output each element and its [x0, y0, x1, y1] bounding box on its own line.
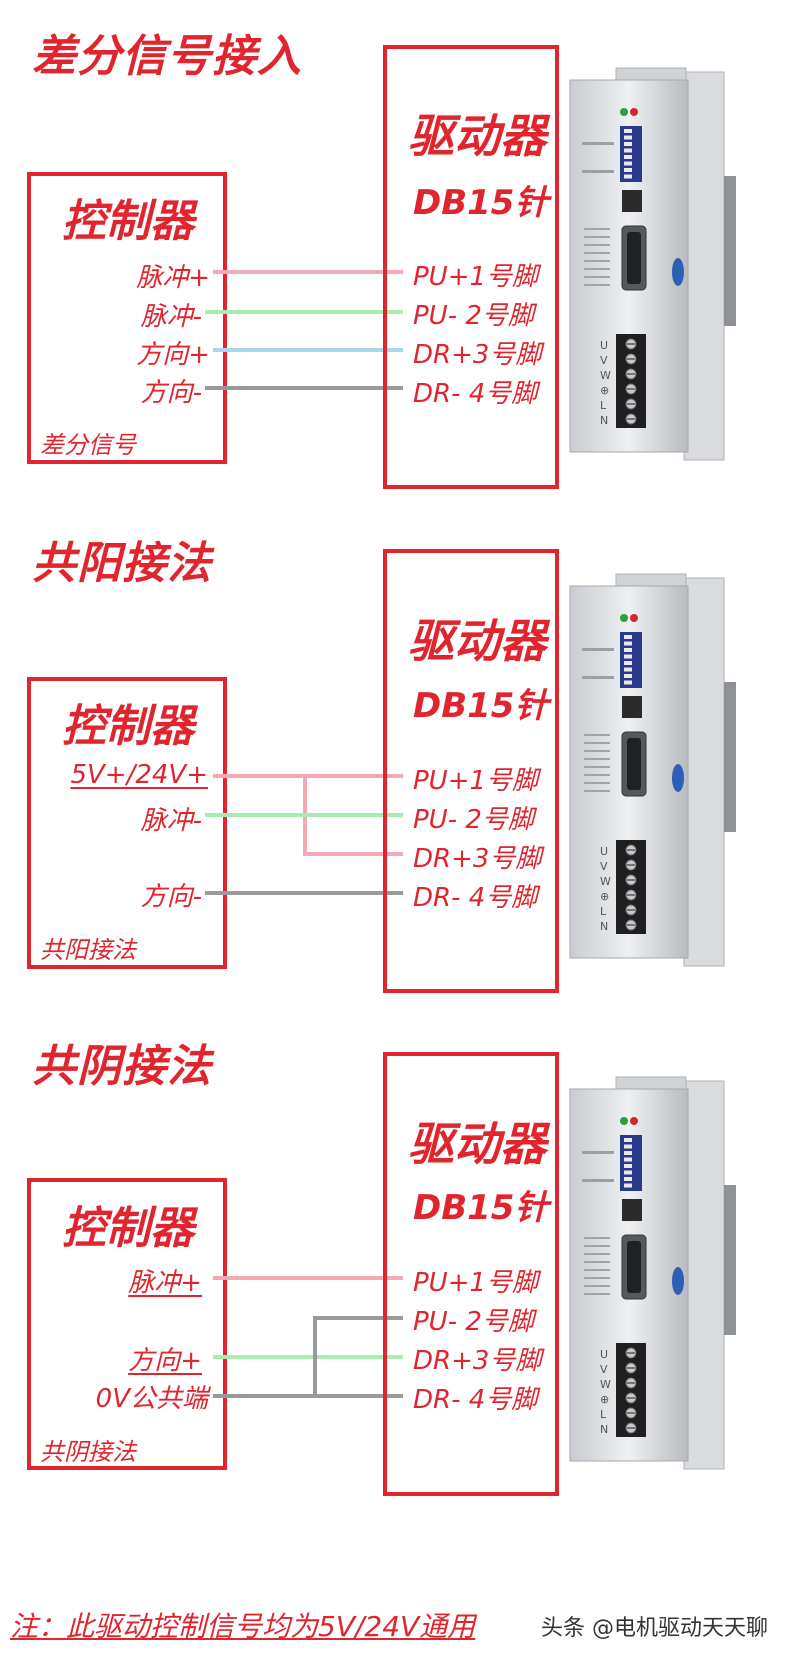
terminal-label: V [600, 1363, 608, 1376]
source-credit: 头条 @电机驱动天天聊 [541, 1616, 768, 1641]
terminal-label: V [600, 354, 608, 367]
driver-title: 驱动器 [408, 614, 546, 668]
dir-plus-wire [213, 348, 403, 352]
signal-label: 脉冲- [140, 806, 202, 836]
controller-footer: 共阳接法 [40, 936, 136, 964]
signal-label: 方向- [140, 882, 202, 912]
terminal-label: U [600, 1348, 608, 1361]
driver-box [383, 1052, 559, 1496]
section-title: 差分信号接入 [32, 31, 302, 82]
terminal-label: N [600, 920, 608, 933]
driver-title: 驱动器 [408, 109, 546, 163]
pin-label: PU+1号脚 [413, 766, 539, 796]
signal-label: 5V+/24V+ [70, 760, 208, 790]
status-led-icon [620, 108, 638, 116]
terminal-label: ⊕ [600, 1393, 609, 1406]
signal-label: 脉冲- [140, 302, 202, 332]
driver-device-image: UVW ⊕ LN [569, 1076, 736, 1470]
section-title: 共阳接法 [32, 538, 212, 589]
terminal-label: L [600, 905, 607, 918]
common-cathode-to-pu-wire [313, 1316, 403, 1320]
pin-label: PU- 2号脚 [413, 1307, 534, 1337]
pulse-plus-wire [213, 270, 403, 274]
status-led-icon [620, 1117, 638, 1125]
pin-label: PU- 2号脚 [413, 805, 534, 835]
common-anode-to-dr-wire [303, 852, 403, 856]
brand-badge-icon [672, 764, 684, 792]
signal-label: 脉冲+ [128, 1268, 202, 1298]
controller-footer: 差分信号 [40, 431, 136, 459]
dir-minus-wire [205, 891, 403, 895]
signal-label: 方向+ [136, 340, 210, 370]
controller-footer: 共阴接法 [40, 1438, 136, 1466]
dir-plus-wire [213, 1355, 403, 1359]
terminal-label: W [600, 875, 611, 888]
terminal-label: L [600, 399, 607, 412]
signal-label: 脉冲+ [136, 263, 210, 293]
controller-title: 控制器 [62, 196, 194, 247]
driver-box [383, 549, 559, 993]
terminal-label: L [600, 1408, 607, 1421]
status-led-icon [620, 614, 638, 622]
terminal-label: W [600, 369, 611, 382]
terminal-label: N [600, 414, 608, 427]
driver-device-image: UVW ⊕ LN [569, 67, 736, 461]
pin-label: DR- 4号脚 [413, 1385, 538, 1415]
controller-box [27, 172, 227, 464]
pin-label: PU+1号脚 [413, 262, 539, 292]
pin-label: DR+3号脚 [413, 844, 542, 874]
controller-title: 控制器 [62, 1203, 194, 1254]
signal-label: 方向+ [128, 1346, 202, 1376]
brand-badge-icon [672, 1267, 684, 1295]
terminal-label: V [600, 860, 608, 873]
controller-title: 控制器 [62, 701, 194, 752]
driver-device-image: UVW ⊕ LN [569, 573, 736, 967]
signal-label: 0V公共端 [95, 1384, 208, 1414]
pin-label: PU+1号脚 [413, 1268, 539, 1298]
footnote: 注：此驱动控制信号均为5V/24V通用 [10, 1610, 476, 1643]
dir-minus-wire [205, 386, 403, 390]
terminal-label: ⊕ [600, 384, 609, 397]
connector-label: DB15针 [413, 686, 549, 726]
brand-badge-icon [672, 258, 684, 286]
pin-label: DR- 4号脚 [413, 883, 538, 913]
connector-label: DB15针 [413, 1188, 549, 1228]
controller-box [27, 1178, 227, 1470]
common-cathode-branch [313, 1316, 317, 1398]
terminal-label: U [600, 845, 608, 858]
connector-label: DB15针 [413, 183, 549, 223]
pulse-minus-wire [205, 813, 403, 817]
pin-label: DR+3号脚 [413, 1346, 542, 1376]
signal-label: 方向- [140, 378, 202, 408]
terminal-label: ⊕ [600, 890, 609, 903]
driver-title: 驱动器 [408, 1117, 546, 1171]
terminal-label: W [600, 1378, 611, 1391]
common-cathode-wire [213, 1394, 403, 1398]
terminal-label: U [600, 339, 608, 352]
pin-label: DR- 4号脚 [413, 379, 538, 409]
pin-label: PU- 2号脚 [413, 301, 534, 331]
controller-box [27, 677, 227, 969]
pin-label: DR+3号脚 [413, 340, 542, 370]
terminal-label: N [600, 1423, 608, 1436]
section-title: 共阴接法 [32, 1041, 212, 1092]
common-anode-wire [213, 774, 403, 778]
driver-box [383, 45, 559, 489]
pulse-minus-wire [205, 310, 403, 314]
pulse-plus-wire [213, 1276, 403, 1280]
